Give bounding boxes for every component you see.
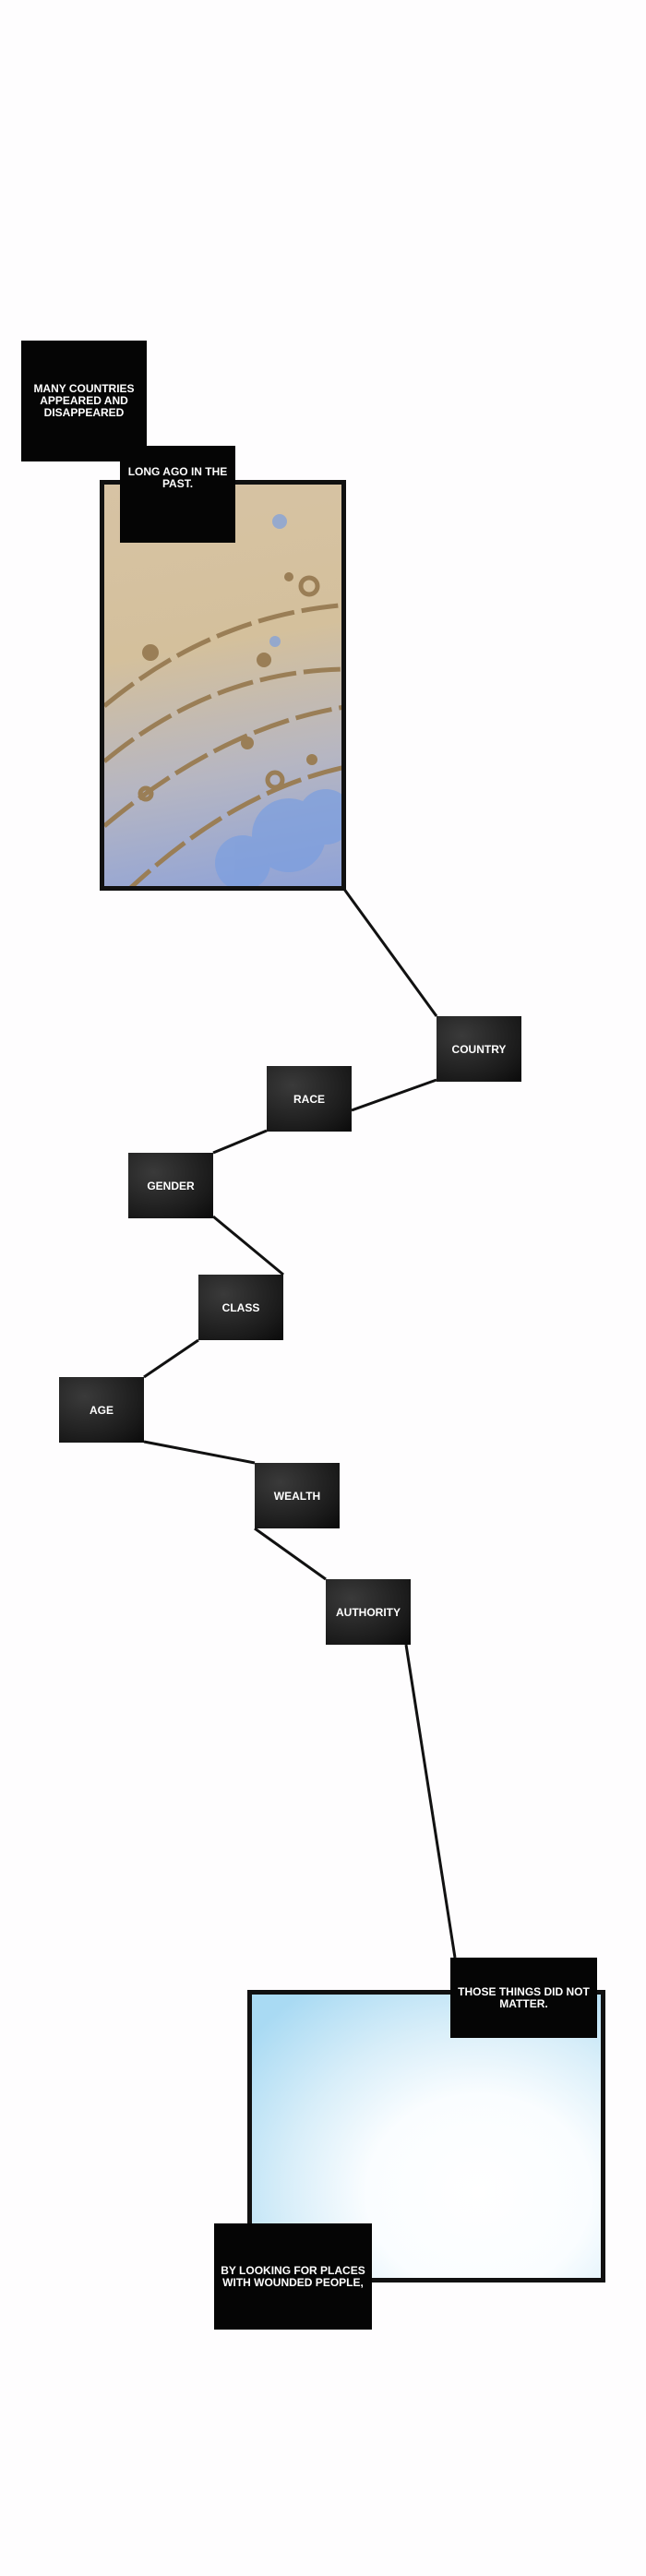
node-label: Gender [147,1179,195,1192]
node-gender: Gender [128,1153,213,1218]
node-wealth: Wealth [255,1463,340,1528]
node-age: Age [59,1377,144,1443]
node-race: Race [267,1066,352,1132]
node-label: Country [451,1042,507,1056]
node-label: Class [221,1300,260,1314]
caption-box: Long ago in the past. [120,446,235,543]
caption-box: Those things did not matter. [450,1958,597,2038]
node-class: Class [198,1275,283,1340]
node-authority: Authority [326,1579,411,1645]
node-country: Country [437,1016,521,1082]
node-label: Race [293,1092,325,1106]
node-label: Age [89,1403,114,1417]
caption-box: Many countries appeared and disappeared [21,341,147,461]
node-label: Authority [336,1605,401,1619]
caption-box: By looking for places with wounded peopl… [214,2223,372,2330]
caption-text: Many countries appeared and disappeared [33,382,135,419]
caption-text: Long ago in the past. [127,465,228,490]
orbit-illustration [104,514,341,886]
caption-text: By looking for places with wounded peopl… [221,2263,365,2289]
node-label: Wealth [273,1489,321,1503]
caption-text: Those things did not matter. [458,1984,590,2010]
